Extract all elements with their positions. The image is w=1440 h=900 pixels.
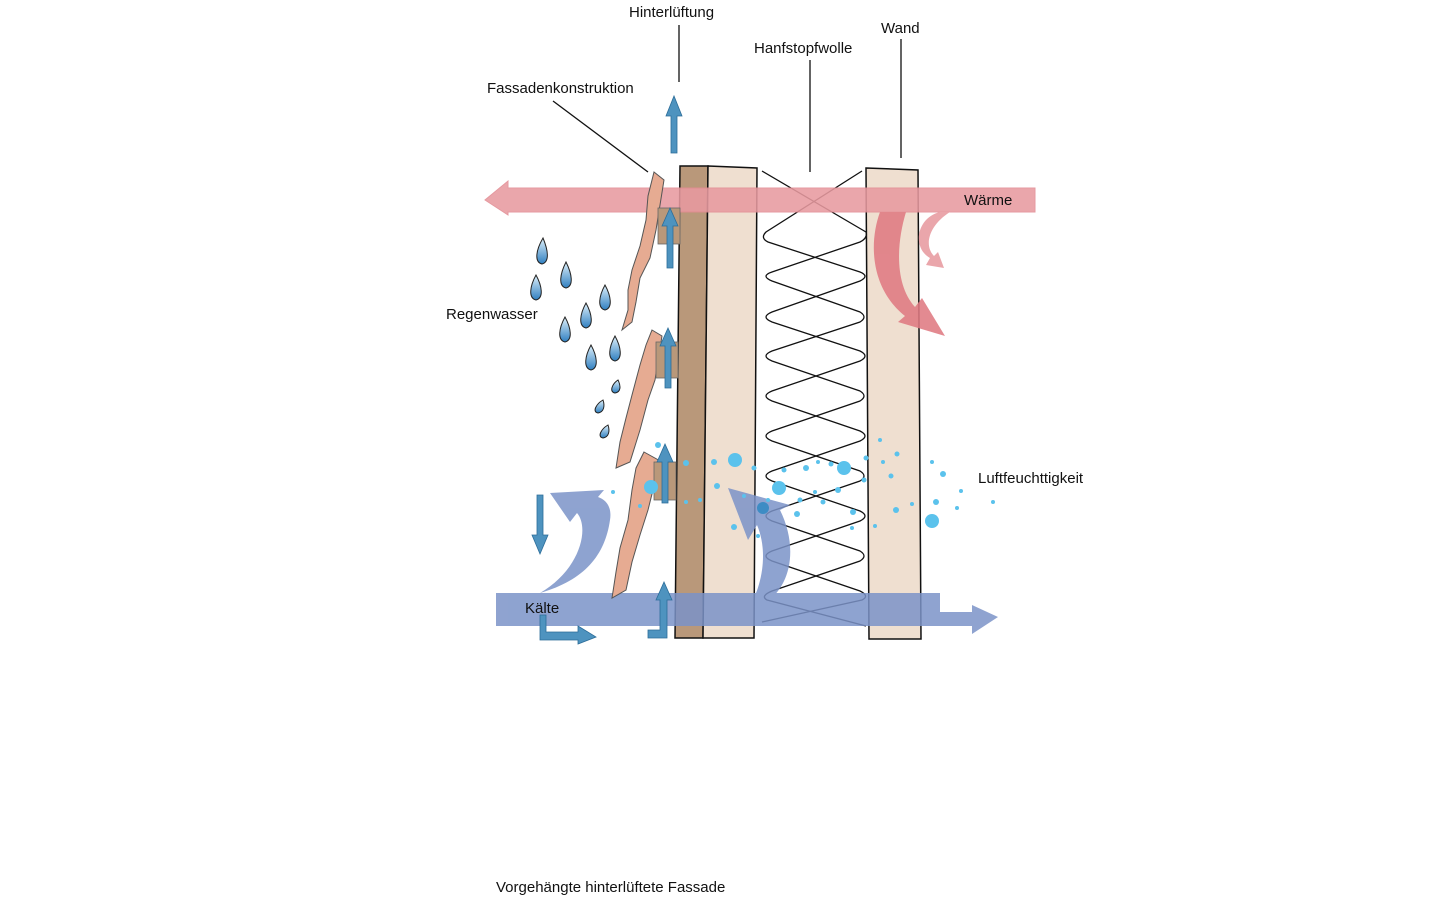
label-luftfeuchtigkeit: Luftfeuchttigkeit xyxy=(978,470,1084,487)
label-kaelte: Kälte xyxy=(525,600,559,617)
moisture-bubbles xyxy=(611,438,995,538)
inner-board xyxy=(702,165,758,639)
rain-drops xyxy=(530,236,621,439)
wall xyxy=(865,167,922,640)
label-wand: Wand xyxy=(881,20,920,37)
label-waerme: Wärme xyxy=(964,192,1012,209)
label-regenwasser: Regenwasser xyxy=(446,306,538,323)
label-fassadenkonstruktion: Fassadenkonstruktion xyxy=(487,80,634,97)
label-hinterlueftung: Hinterlüftung xyxy=(629,4,714,21)
ventilation-arrows xyxy=(531,94,683,645)
cold-arrow xyxy=(496,488,998,634)
leader-lines xyxy=(552,25,902,173)
label-hanfstopfwolle: Hanfstopfwolle xyxy=(754,40,852,57)
caption: Vorgehängte hinterlüftete Fassade xyxy=(496,879,726,896)
warm-arrow xyxy=(484,179,1036,336)
